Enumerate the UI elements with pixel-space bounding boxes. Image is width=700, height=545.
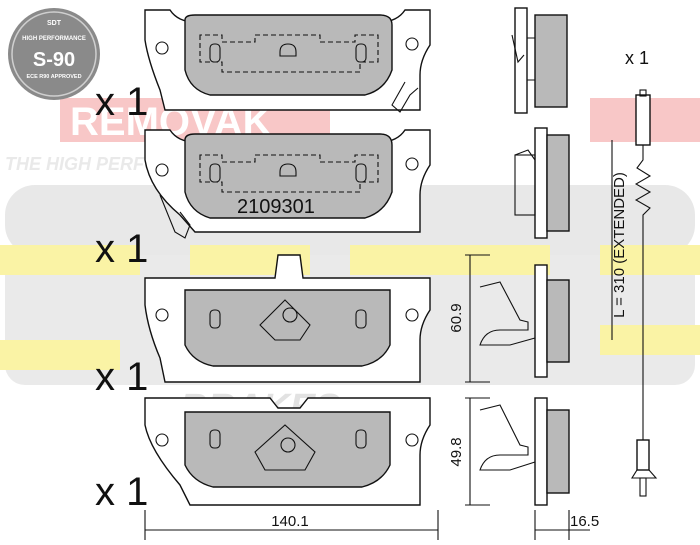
quantity-label-3: x 1 <box>95 355 148 399</box>
dimension-thickness-label: 16.5 <box>570 513 599 530</box>
brake-pad-4 <box>144 397 431 506</box>
dimension-width: 140.1 <box>144 510 439 540</box>
dimension-width-label: 140.1 <box>271 513 309 530</box>
brake-pad-3 <box>144 254 431 383</box>
side-view-4 <box>479 397 570 506</box>
side-view-3 <box>479 264 570 378</box>
dimension-height-1-label: 60.9 <box>448 303 465 332</box>
badge-top: SDT <box>47 20 62 27</box>
dimension-thickness: 16.5 <box>534 510 599 540</box>
badge-main: S-90 <box>33 49 75 71</box>
badge-line1: HIGH PERFORMANCE <box>22 36 86 42</box>
part-number: 2109301 <box>237 196 315 218</box>
s90-badge: SDT HIGH PERFORMANCE S-90 ECE R90 APPROV… <box>8 8 100 100</box>
dimension-height-2: 49.8 <box>448 397 490 506</box>
quantity-label-2: x 1 <box>95 227 148 271</box>
side-view-1 <box>511 7 568 114</box>
brake-pad-2: 2109301 <box>144 129 431 239</box>
dimension-height-1: 60.9 <box>448 254 490 383</box>
brake-pad-1 <box>144 9 431 113</box>
wear-sensor: x 1 L = 310 (EXTENDED) <box>611 48 658 497</box>
sensor-quantity: x 1 <box>625 48 649 68</box>
sensor-length-label: L = 310 (EXTENDED) <box>611 172 628 318</box>
side-view-2 <box>514 127 570 239</box>
quantity-label-4: x 1 <box>95 470 148 514</box>
quantity-label-1: x 1 <box>95 80 148 124</box>
badge-line2: ECE R90 APPROVED <box>26 74 81 80</box>
dimension-height-2-label: 49.8 <box>448 437 465 466</box>
